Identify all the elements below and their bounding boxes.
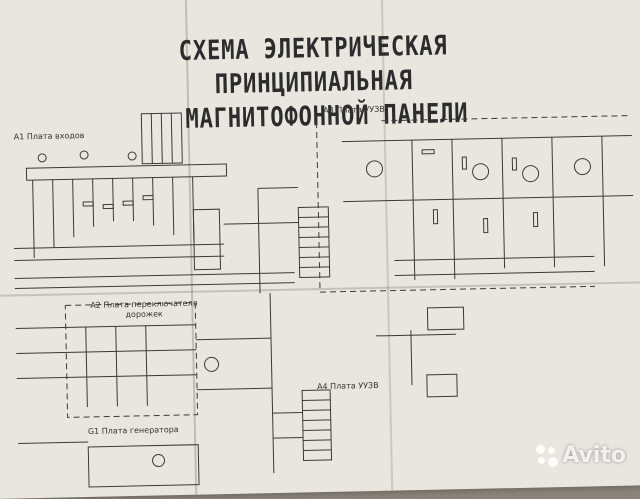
a4-connector bbox=[301, 389, 333, 461]
block-label-a4: А4 Плата УУЗВ bbox=[316, 380, 379, 392]
transistor-symbol bbox=[472, 163, 490, 181]
a3-connector bbox=[297, 206, 331, 279]
a1-connector-strip bbox=[25, 163, 228, 181]
ic-block bbox=[426, 306, 465, 331]
transistor-symbol bbox=[522, 165, 540, 183]
block-label-a3: А3 Плата УУЗВ bbox=[323, 104, 385, 115]
jack-symbol bbox=[127, 151, 137, 161]
transistor-symbol bbox=[365, 160, 383, 178]
avito-watermark-text: Avito bbox=[562, 443, 626, 468]
transistor-symbol bbox=[573, 158, 591, 176]
ic-block bbox=[426, 373, 458, 398]
jack-symbol bbox=[79, 150, 89, 160]
a1-output-block bbox=[192, 208, 222, 271]
component-symbol bbox=[204, 356, 220, 372]
block-label-g1: G1 Плата генератора bbox=[87, 425, 179, 436]
block-label-a1: А1 Плата входов bbox=[13, 130, 85, 142]
g1-block bbox=[87, 444, 200, 488]
avito-watermark: Avito bbox=[536, 443, 626, 468]
block-label-a2-sub: дорожек bbox=[125, 309, 163, 320]
jack-symbol bbox=[37, 153, 47, 163]
avito-logo-icon bbox=[536, 445, 559, 467]
